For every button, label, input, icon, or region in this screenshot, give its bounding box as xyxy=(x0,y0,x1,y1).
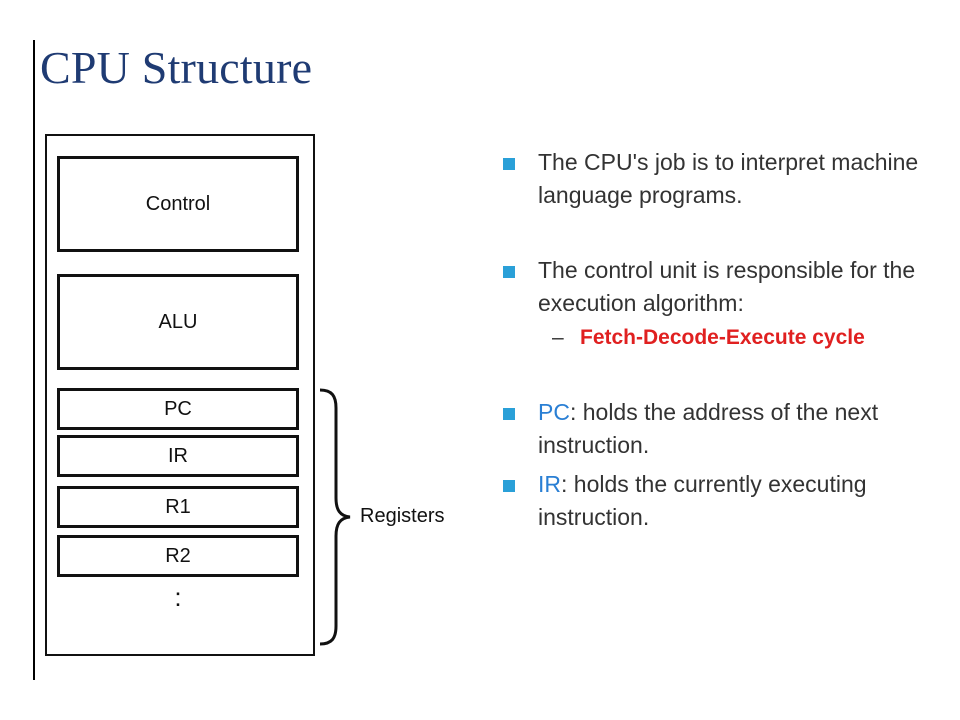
term-ir: IR xyxy=(538,471,561,497)
alu-box: ALU xyxy=(57,274,299,370)
sub-bullet-dash: – xyxy=(552,326,564,349)
bullet-text: : holds the currently executing instruct… xyxy=(538,471,867,530)
bullet-ir: IR: holds the currently executing instru… xyxy=(500,468,920,534)
registers-brace-icon xyxy=(319,388,351,646)
bullet-square-icon xyxy=(503,408,515,420)
registers-label: Registers xyxy=(360,505,445,527)
bullet-list: The CPU's job is to interpret machine la… xyxy=(500,146,920,534)
bullet-square-icon xyxy=(503,266,515,278)
bullet-square-icon xyxy=(503,480,515,492)
page-title: CPU Structure xyxy=(40,42,313,93)
term-pc: PC xyxy=(538,399,570,425)
bullet-control-unit: The control unit is responsible for the … xyxy=(500,254,920,320)
register-ir-box: IR xyxy=(57,435,299,477)
sub-bullet-fetch-decode-execute: – Fetch-Decode-Execute cycle xyxy=(500,322,920,354)
bullet-pc: PC: holds the address of the next instru… xyxy=(500,396,920,462)
bullet-text: The control unit is responsible for the … xyxy=(538,257,916,316)
bullet-cpu-job: The CPU's job is to interpret machine la… xyxy=(500,146,920,212)
left-vertical-rule xyxy=(33,40,35,680)
more-registers-ellipsis: : xyxy=(174,582,182,612)
register-r1-box: R1 xyxy=(57,486,299,528)
control-unit-box: Control xyxy=(57,156,299,252)
cpu-outline xyxy=(45,134,315,656)
bullet-text: : holds the address of the next instruct… xyxy=(538,399,879,458)
bullet-square-icon xyxy=(503,158,515,170)
register-r2-box: R2 xyxy=(57,535,299,577)
bullet-text: The CPU's job is to interpret machine la… xyxy=(538,149,919,208)
sub-bullet-text: Fetch-Decode-Execute cycle xyxy=(580,326,865,349)
register-pc-box: PC xyxy=(57,388,299,430)
